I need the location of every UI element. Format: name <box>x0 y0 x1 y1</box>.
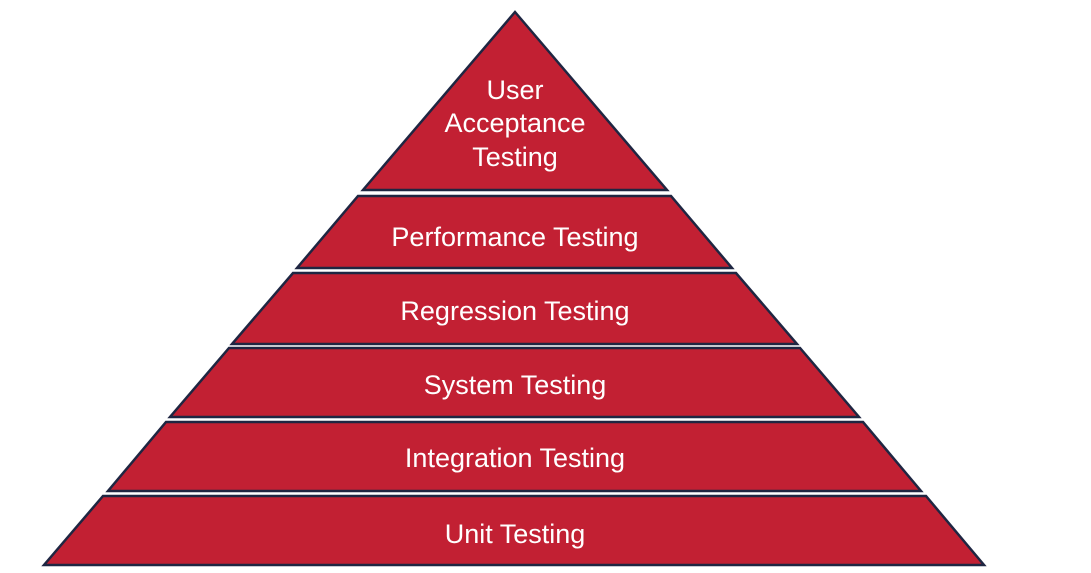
level-6-label: Unit Testing <box>445 519 586 549</box>
level-1-label-line-2: Acceptance <box>444 108 585 138</box>
level-2-label: Performance Testing <box>391 222 638 252</box>
level-3-shape <box>229 271 800 346</box>
pyramid-level-unit-testing: Unit Testing <box>41 494 987 567</box>
level-4-shape <box>167 346 862 419</box>
level-6-shape <box>41 494 987 567</box>
level-2-shape <box>294 194 735 270</box>
pyramid-level-system-testing: System Testing <box>167 346 862 419</box>
pyramid-level-integration-testing: Integration Testing <box>105 420 924 493</box>
level-1-shape <box>360 10 670 192</box>
level-3-label: Regression Testing <box>400 296 629 326</box>
level-1-label-line-3: Testing <box>472 142 558 172</box>
level-1-label-line-1: User <box>486 75 543 105</box>
pyramid-level-performance-testing: Performance Testing <box>294 194 735 270</box>
pyramid-level-user-acceptance-testing: User Acceptance Testing <box>360 10 670 192</box>
level-4-label: System Testing <box>424 370 607 400</box>
level-5-shape <box>105 420 924 493</box>
level-5-label: Integration Testing <box>405 443 625 473</box>
pyramid-level-regression-testing: Regression Testing <box>229 271 800 346</box>
